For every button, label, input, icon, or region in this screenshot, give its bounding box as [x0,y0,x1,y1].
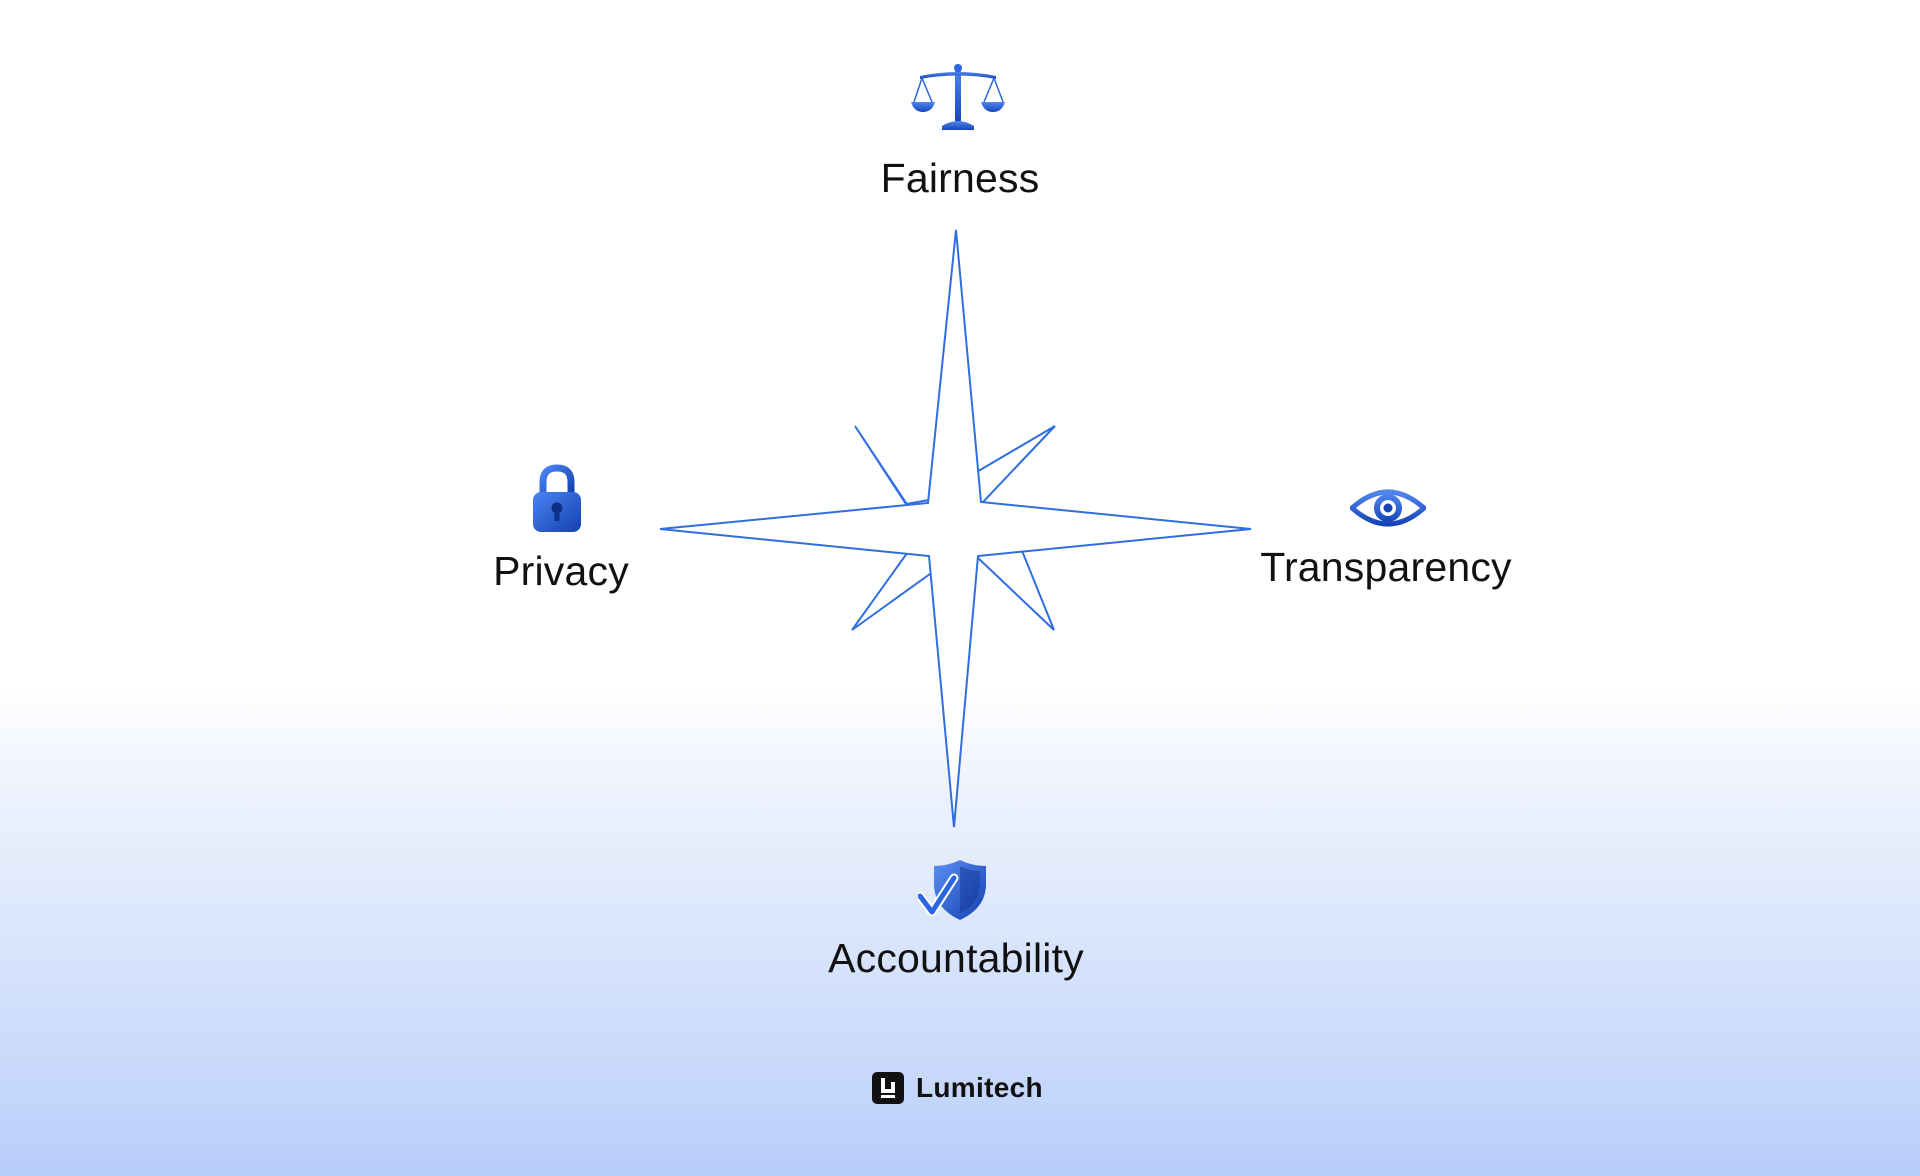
lumitech-logo-icon [872,1072,904,1104]
value-label-fairness: Fairness [880,155,1040,201]
value-label-accountability: Accountability [828,935,1084,981]
padlock-icon [533,464,581,532]
shield-check-icon [918,860,986,920]
scales-icon [911,64,1005,130]
value-label-privacy: Privacy [493,548,629,594]
compass-star-cardinal-points [659,229,1252,828]
value-label-transparency: Transparency [1260,544,1512,590]
eye-icon [1350,489,1426,527]
brand-name: Lumitech [916,1072,1043,1103]
brand: Lumitech [872,1071,1043,1105]
